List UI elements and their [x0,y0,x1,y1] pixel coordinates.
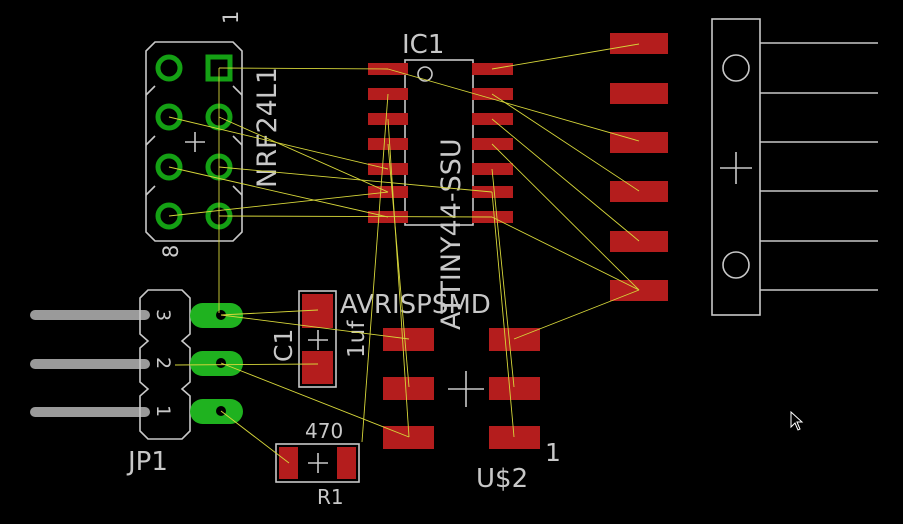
r1-value-label: 470 [305,419,343,443]
u2-origin-crosshair-icon [448,371,484,407]
nrf-pad-6[interactable] [155,153,183,181]
airwires [168,43,640,464]
ic1-name-label: IC1 [402,30,444,60]
module-hole-top-icon [722,54,750,82]
c1-origin-crosshair-icon [308,330,328,350]
c1-capacitor[interactable]: C1 1uf [269,290,370,388]
ic1-attiny44[interactable]: IC1 ATTINY44-SSU [368,30,513,330]
mouse-pointer-icon [790,410,804,431]
nrf-pad-4[interactable] [155,103,183,131]
ic1-value-label: ATTINY44-SSU [436,138,467,330]
nrf-pad-2[interactable] [155,54,183,82]
ic1-left-pads[interactable] [368,63,408,223]
module-pins [760,42,878,291]
ic1-pin1-marker-icon [417,66,433,82]
u2-label: U$2 [476,464,528,494]
c1-name-label: C1 [269,329,298,362]
nrf-pin1-label: 1 [219,11,243,24]
avrispsmd-u2[interactable]: AVRISPSMD U$2 1 [340,290,561,494]
jp1-pin1-label: 1 [152,405,174,417]
r1-origin-crosshair-icon [308,453,328,473]
jp1-label: JP1 [126,447,168,477]
ic1-right-pads[interactable] [472,63,513,223]
nrf-pin8-label: 8 [159,245,183,258]
r1-resistor[interactable]: 470 R1 [275,419,360,509]
u2-pin1-label: 1 [545,438,561,467]
nrf24l1-header[interactable]: NRF24L1 1 8 [145,11,283,258]
jp1-header[interactable]: 3 2 1 JP1 [30,289,243,477]
nrf-pad-8[interactable] [155,202,183,230]
side-module[interactable] [711,18,878,316]
right-pad-column[interactable] [610,33,668,301]
nrf-origin-crosshair-icon [185,132,205,152]
jp1-pin3-label: 3 [152,309,174,321]
r1-name-label: R1 [317,485,344,509]
module-origin-crosshair-icon [720,152,752,184]
c1-value-label: 1uf [344,320,370,358]
avrispsmd-label: AVRISPSMD [340,290,491,320]
module-hole-bottom-icon [722,251,750,279]
jp1-pin2-label: 2 [152,357,174,369]
nrf-label: NRF24L1 [252,67,283,188]
